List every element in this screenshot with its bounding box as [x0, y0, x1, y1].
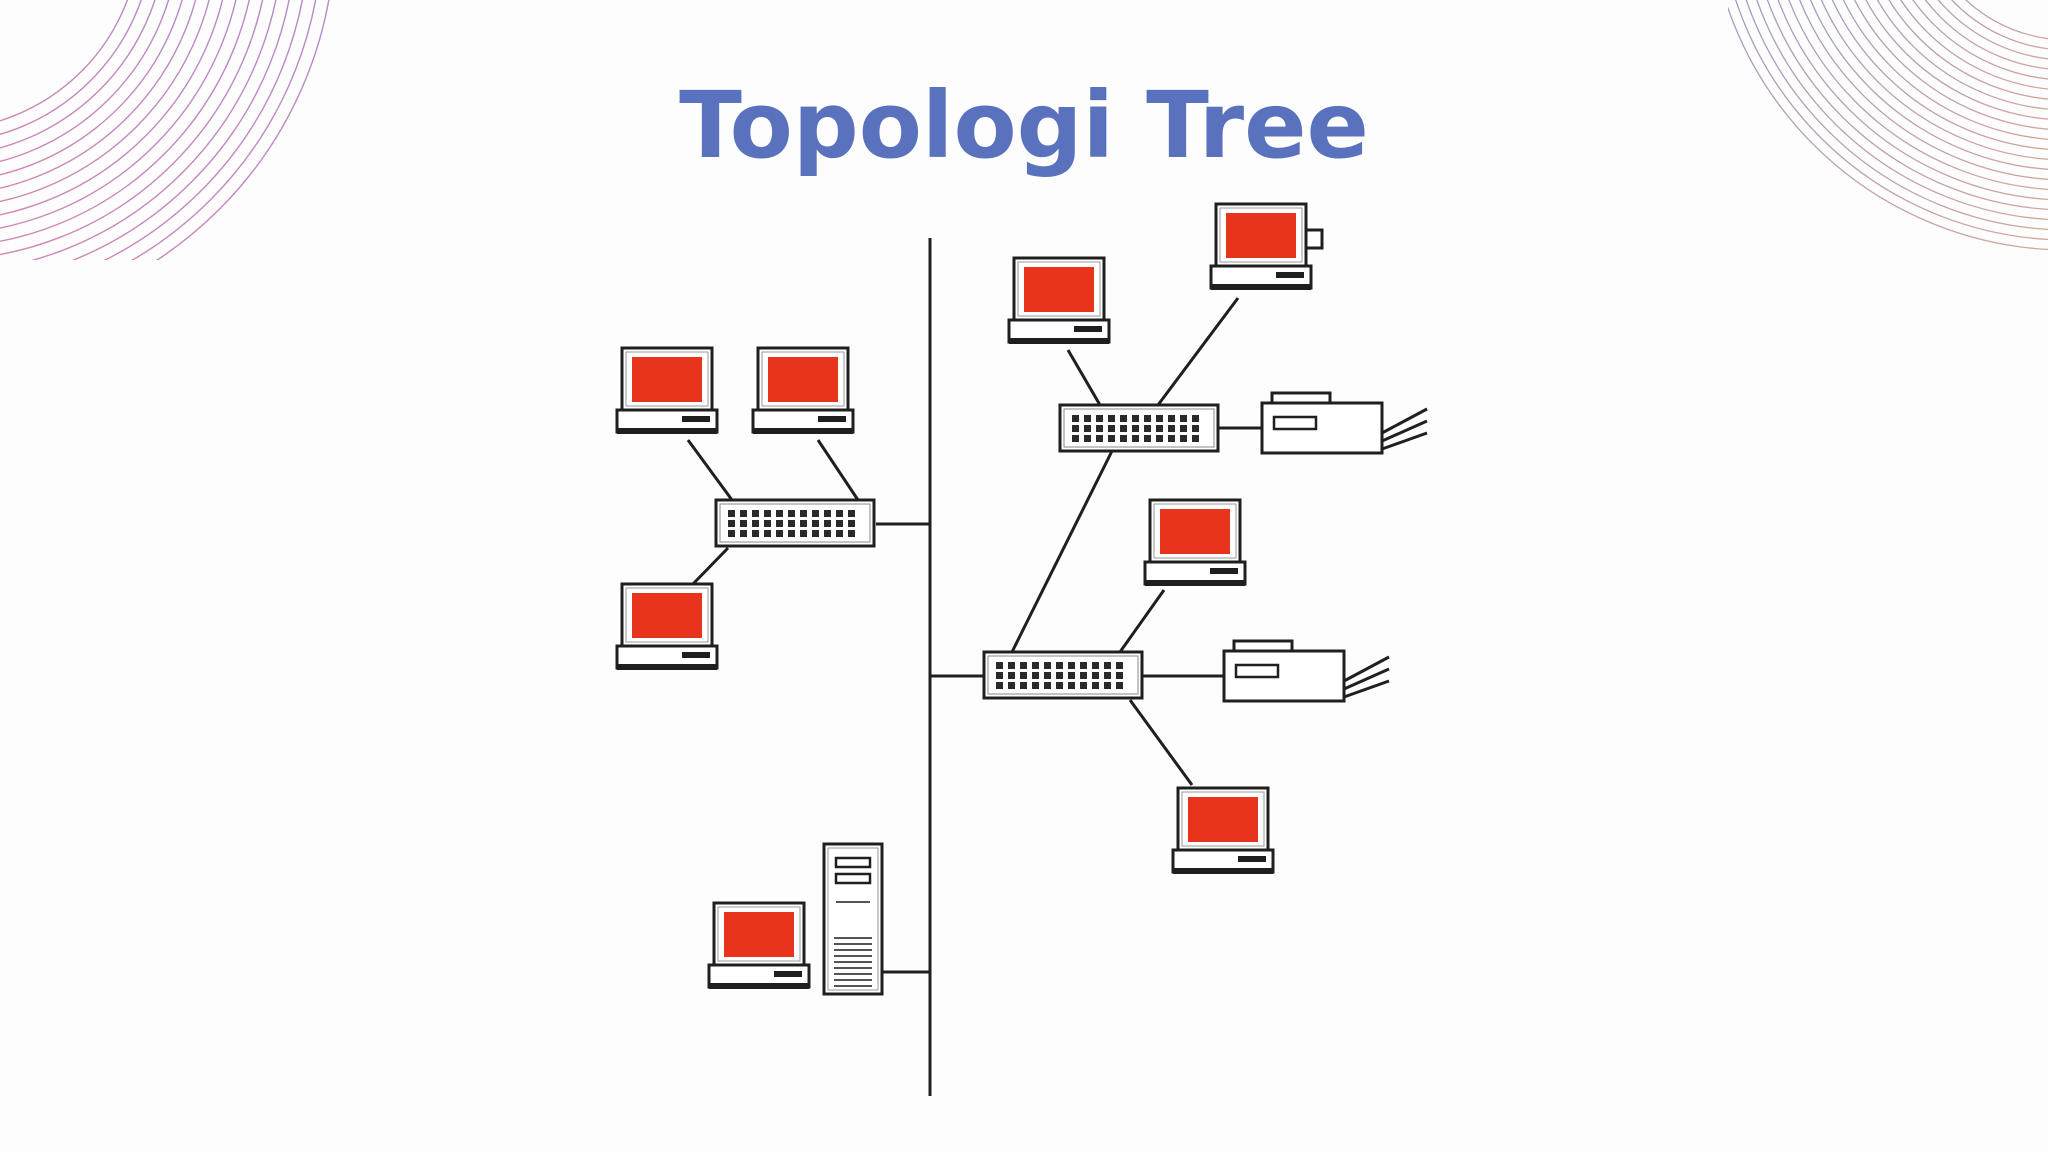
computer-left-bottom: [615, 582, 719, 672]
printer-upper-right: [1260, 391, 1429, 455]
computer-port: [1304, 228, 1324, 250]
computer-upper-right-2: [1209, 202, 1313, 292]
hub-upper-right: [1058, 403, 1220, 453]
hub-lower-right: [982, 650, 1144, 700]
computer-left-top-1: [615, 346, 719, 436]
hub-left: [714, 498, 876, 548]
computer-left-top-2: [751, 346, 855, 436]
cables: [686, 238, 1262, 1096]
server-tower: [822, 842, 884, 996]
computer-lower-right-bottom: [1171, 786, 1275, 876]
slide-title: Topologi Tree: [679, 72, 1369, 179]
printer-lower-right: [1222, 639, 1391, 703]
computer-lower-right-top: [1143, 498, 1247, 588]
server-workstation: [707, 901, 811, 991]
computer-upper-right-1: [1007, 256, 1111, 346]
